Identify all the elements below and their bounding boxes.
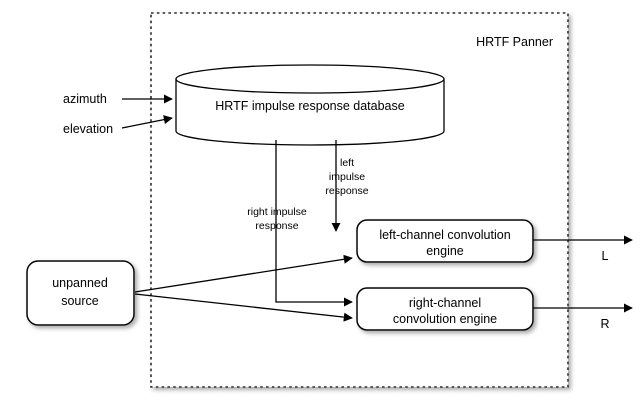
- right-channel-engine-node: right-channel convolution engine: [356, 287, 534, 331]
- left-engine-label-line2: engine: [426, 244, 464, 258]
- left-engine-label-line1: left-channel convolution: [379, 228, 510, 242]
- source-to-left-engine-edge: [134, 254, 353, 293]
- left-impulse-label-line3: response: [325, 185, 368, 197]
- azimuth-label: azimuth: [63, 92, 107, 106]
- left-impulse-label-line2: impulse: [329, 171, 365, 183]
- output-right-label: R: [600, 317, 609, 331]
- source-left-arrow: [134, 254, 353, 293]
- source-right-arrow: [134, 293, 353, 322]
- right-impulse-label-line2: response: [255, 220, 298, 232]
- output-left: L: [533, 235, 633, 263]
- unpanned-source-node: unpanned source: [26, 260, 135, 326]
- left-impulse-response-edge: left impulse response: [325, 140, 369, 232]
- database-label: HRTF impulse response database: [215, 99, 404, 113]
- right-engine-box: [356, 287, 534, 331]
- right-impulse-label-line1: right impulse: [247, 206, 307, 218]
- source-label-line1: unpanned: [52, 276, 108, 290]
- cylinder-top: [175, 64, 445, 94]
- right-engine-label-line1: right-channel: [409, 296, 481, 310]
- hrtf-database-node: HRTF impulse response database: [175, 64, 445, 146]
- left-engine-box: [356, 219, 534, 263]
- elevation-label: elevation: [63, 122, 113, 136]
- cylinder-body: [175, 78, 445, 146]
- output-right: R: [533, 303, 633, 331]
- source-box: [26, 260, 135, 326]
- left-impulse-label-line1: left: [340, 157, 354, 169]
- right-impulse-line: [275, 140, 353, 307]
- output-left-label: L: [602, 249, 609, 263]
- panner-title: HRTF Panner: [476, 35, 553, 49]
- source-label-line2: source: [61, 294, 99, 308]
- azimuth-input: azimuth: [63, 92, 173, 106]
- elevation-arrow: [121, 115, 173, 129]
- right-engine-label-line2: convolution engine: [393, 312, 497, 326]
- right-impulse-response-edge: right impulse response: [247, 140, 353, 307]
- source-to-right-engine-edge: [134, 293, 353, 322]
- elevation-input: elevation: [63, 115, 173, 136]
- left-channel-engine-node: left-channel convolution engine: [356, 219, 534, 263]
